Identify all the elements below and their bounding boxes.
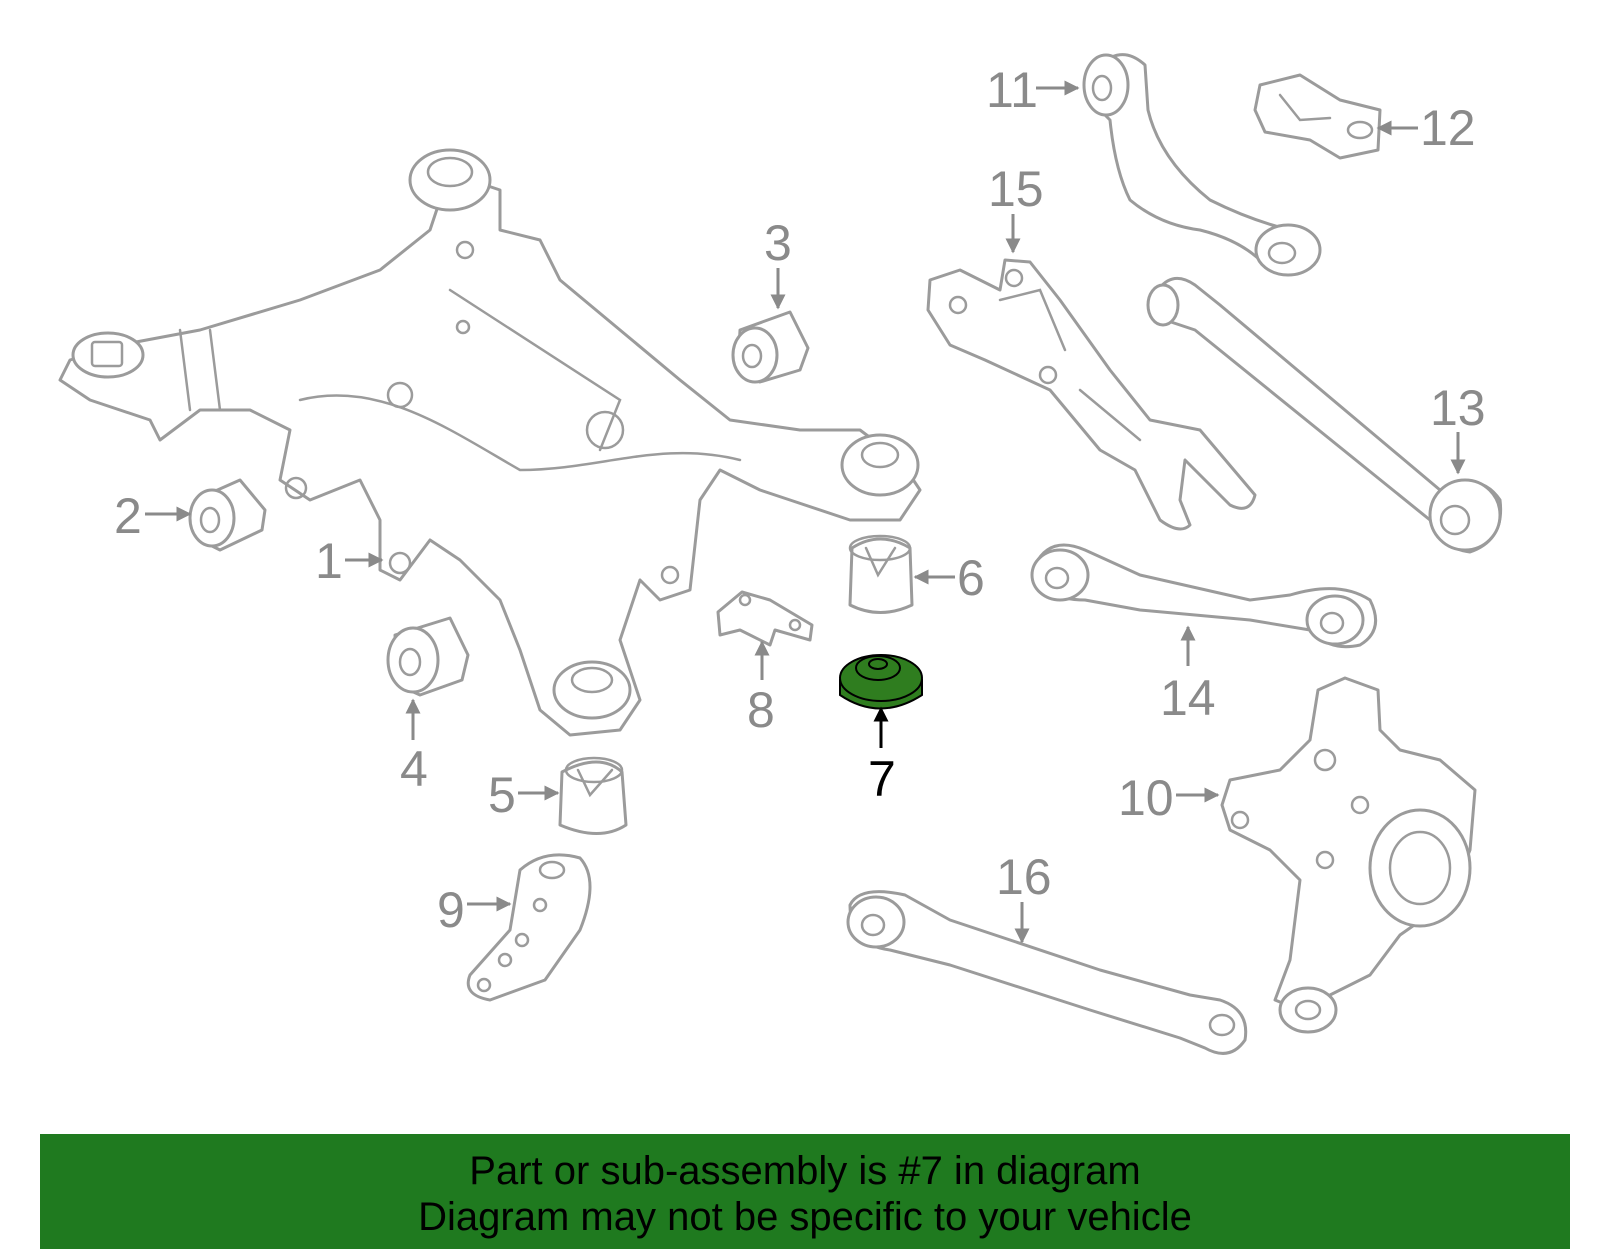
banner-line-disclaimer: Diagram may not be specific to your vehi… [418,1195,1192,1239]
svg-text:8: 8 [747,682,775,738]
svg-text:13: 13 [1430,380,1486,436]
info-banner: Part or sub-assembly is #7 in diagram Di… [40,1134,1570,1249]
part-7-highlighted-mount [839,654,923,710]
callout-3: 3 [764,215,792,310]
svg-text:1: 1 [315,533,343,589]
svg-text:16: 16 [996,849,1052,905]
callout-11: 11 [986,62,1080,118]
callout-9: 9 [437,882,512,938]
callout-16: 16 [996,849,1052,944]
part-6-mount [848,534,914,614]
part-2-bushing [188,478,267,552]
callout-1: 1 [315,533,384,589]
svg-text:5: 5 [488,767,516,823]
callout-6: 6 [913,550,985,606]
callout-15: 15 [988,161,1044,254]
part-3-bushing [731,310,810,384]
callout-12: 12 [1376,100,1476,156]
callout-4: 4 [400,698,428,797]
part-8-bracket [716,590,814,647]
callout-10: 10 [1118,770,1220,826]
svg-text:11: 11 [986,62,1038,118]
svg-text:4: 4 [400,741,428,797]
part-11-control-arm [1082,53,1322,277]
part-4-bushing [386,616,470,697]
svg-text:14: 14 [1160,670,1216,726]
parts-diagram: 1 2 3 4 5 6 7 8 9 10 11 12 [58,53,1503,1055]
callout-8: 8 [747,640,775,738]
part-1-subframe [58,148,922,737]
part-12-bracket [1253,73,1382,160]
callout-5: 5 [488,767,560,823]
callout-14: 14 [1160,625,1216,726]
svg-text:6: 6 [957,550,985,606]
callout-7: 7 [868,706,896,807]
svg-text:10: 10 [1118,770,1174,826]
part-14-link-arm [1030,543,1378,649]
svg-text:15: 15 [988,161,1044,217]
svg-text:7: 7 [868,751,896,807]
svg-text:12: 12 [1420,100,1476,156]
svg-text:2: 2 [114,488,142,544]
svg-text:9: 9 [437,882,465,938]
part-13-link-arm [1146,276,1503,554]
callout-2: 2 [114,488,192,544]
part-5-mount [558,756,628,835]
banner-line-part-info: Part or sub-assembly is #7 in diagram [469,1149,1141,1193]
part-9-plate [466,853,592,1002]
callout-13: 13 [1430,380,1486,475]
part-15-trailing-arm [926,258,1257,531]
svg-text:3: 3 [764,215,792,271]
part-16-link-arm [846,890,1248,1055]
part-10-knuckle [1220,676,1477,1034]
